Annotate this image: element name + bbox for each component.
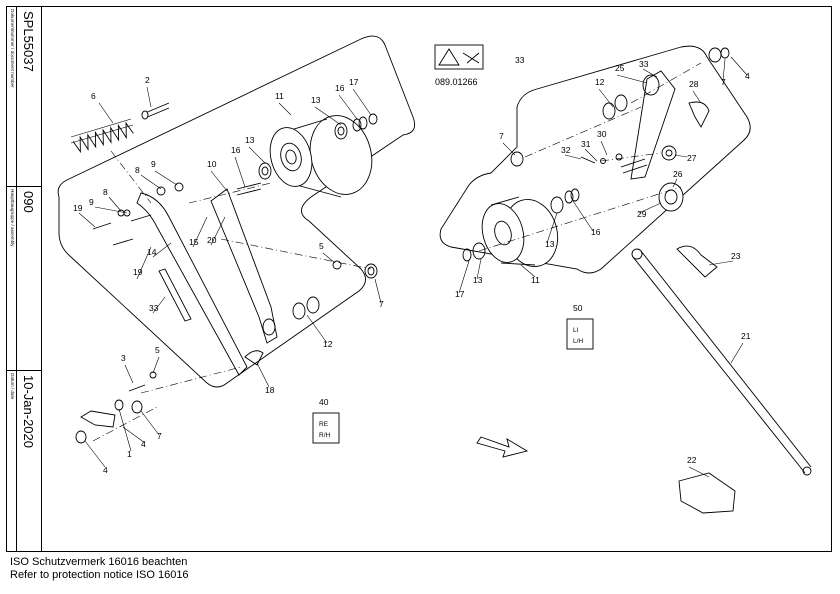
callout-label: 6 <box>91 91 96 101</box>
notice-line-en: Refer to protection notice ISO 16016 <box>10 569 189 581</box>
doc-number-label: Dokumentnummer / document number <box>10 9 15 88</box>
callout-label: 14 <box>147 247 157 257</box>
direction-arrow-icon <box>476 436 529 458</box>
spring-part <box>70 118 134 154</box>
sprocket-part <box>661 145 677 161</box>
title-block: Dokumentnummer / document number SPL5503… <box>7 7 42 551</box>
callout-label: 1 <box>127 449 132 459</box>
callout-label: 5 <box>319 241 324 251</box>
callout-label: 30 <box>597 129 607 139</box>
callout-label: 13 <box>311 95 321 105</box>
svg-text:LI: LI <box>573 327 579 334</box>
callout-label: 23 <box>731 251 741 261</box>
callout-label: 19 <box>133 267 143 277</box>
callout-label: 4 <box>141 439 146 449</box>
left-group-outline <box>57 35 416 388</box>
callout-label: 13 <box>473 275 483 285</box>
callout-label: 3 <box>121 353 126 363</box>
date-label: Datum / date <box>10 373 15 400</box>
svg-text:RE: RE <box>319 421 329 428</box>
right-arm-part <box>630 70 676 180</box>
right-assembly <box>439 45 812 514</box>
protection-notice: ISO Schutzvermerk 16016 beachten Refer t… <box>10 556 189 582</box>
callout-label: 18 <box>265 385 275 395</box>
svg-text:L/H: L/H <box>573 338 583 345</box>
callout-label: 28 <box>689 79 699 89</box>
drawing-frame: Dokumentnummer / document number SPL5503… <box>6 6 832 552</box>
arm-part <box>210 188 278 344</box>
callout-label: 8 <box>135 165 140 175</box>
callout-label: 11 <box>531 275 540 285</box>
callout-label: 27 <box>687 153 697 163</box>
callout-label: 8 <box>103 187 108 197</box>
roller-left <box>269 115 373 198</box>
callout-label: 16 <box>335 83 345 93</box>
callout-label: 15 <box>189 237 199 247</box>
callout-label: 5 <box>155 345 160 355</box>
callout-label: 22 <box>687 455 697 465</box>
left-callouts: 2 6 11 13 16 17 13 16 10 8 9 8 9 19 15 2… <box>73 75 384 475</box>
right-callouts: 7 4 25 33 12 28 7 31 30 32 27 26 29 16 1… <box>455 59 751 465</box>
assembly-number: 090 <box>21 191 36 213</box>
right-side-box: 40 RE R/H <box>312 397 340 444</box>
callout-label: 10 <box>207 159 217 169</box>
callout-label: 16 <box>231 145 241 155</box>
callout-label: 26 <box>673 169 683 179</box>
callout-label: 2 <box>145 75 150 85</box>
callout-label: 20 <box>207 235 217 245</box>
callout-label: 29 <box>637 209 647 219</box>
left-assembly <box>57 35 416 444</box>
callout-label: 17 <box>349 77 359 87</box>
callout-label: 12 <box>595 77 605 87</box>
pulley-part <box>658 182 684 212</box>
date-cell: Datum / date 10-Jan-2020 <box>7 371 41 551</box>
warning-label-callout: 33 <box>515 55 525 65</box>
doc-number: SPL55037 <box>21 11 36 72</box>
left-side-box: 50 LI L/H <box>566 303 594 350</box>
rod-part <box>632 250 812 474</box>
callout-label: 17 <box>455 289 465 299</box>
doc-number-cell: Dokumentnummer / document number SPL5503… <box>7 7 41 187</box>
notice-line-de: ISO Schutzvermerk 16016 beachten <box>10 556 188 568</box>
pin-part <box>144 102 170 119</box>
callout-label: 13 <box>245 135 255 145</box>
callout-label: 12 <box>323 339 333 349</box>
callout-label: 11 <box>275 91 284 101</box>
svg-text:40: 40 <box>319 397 329 407</box>
svg-text:R/H: R/H <box>319 432 331 439</box>
callout-label: 7 <box>379 299 384 309</box>
exploded-parts-drawing: 089.01266 33 40 RE R/H 50 LI L/H 2 6 11 … <box>57 35 812 514</box>
callout-label: 33 <box>639 59 649 69</box>
callout-label: 4 <box>745 71 750 81</box>
callout-label: 13 <box>545 239 555 249</box>
callout-label: 7 <box>157 431 162 441</box>
callout-label: 4 <box>103 465 108 475</box>
callout-label: 32 <box>561 145 571 155</box>
warning-label-code: 089.01266 <box>435 77 478 87</box>
callout-label: 25 <box>615 63 625 73</box>
right-group-outline <box>439 45 751 274</box>
lever-part <box>136 192 248 376</box>
callout-label: 7 <box>721 77 726 87</box>
callout-label: 19 <box>73 203 83 213</box>
callout-label: 33 <box>149 303 159 313</box>
callout-label: 16 <box>591 227 601 237</box>
callout-label: 9 <box>151 159 156 169</box>
assembly-label: Hauptbaugruppe / assembly <box>10 189 15 247</box>
callout-label: 9 <box>89 197 94 207</box>
callout-label: 21 <box>741 331 751 341</box>
bracket-part <box>678 472 736 514</box>
plate-part <box>158 268 192 322</box>
svg-text:50: 50 <box>573 303 583 313</box>
assembly-cell: Hauptbaugruppe / assembly 090 <box>7 187 41 371</box>
date-value: 10-Jan-2020 <box>21 375 36 448</box>
roller-right <box>481 196 559 267</box>
callout-label: 31 <box>581 139 591 149</box>
warning-label: 089.01266 33 <box>434 44 525 87</box>
callout-label: 7 <box>499 131 504 141</box>
